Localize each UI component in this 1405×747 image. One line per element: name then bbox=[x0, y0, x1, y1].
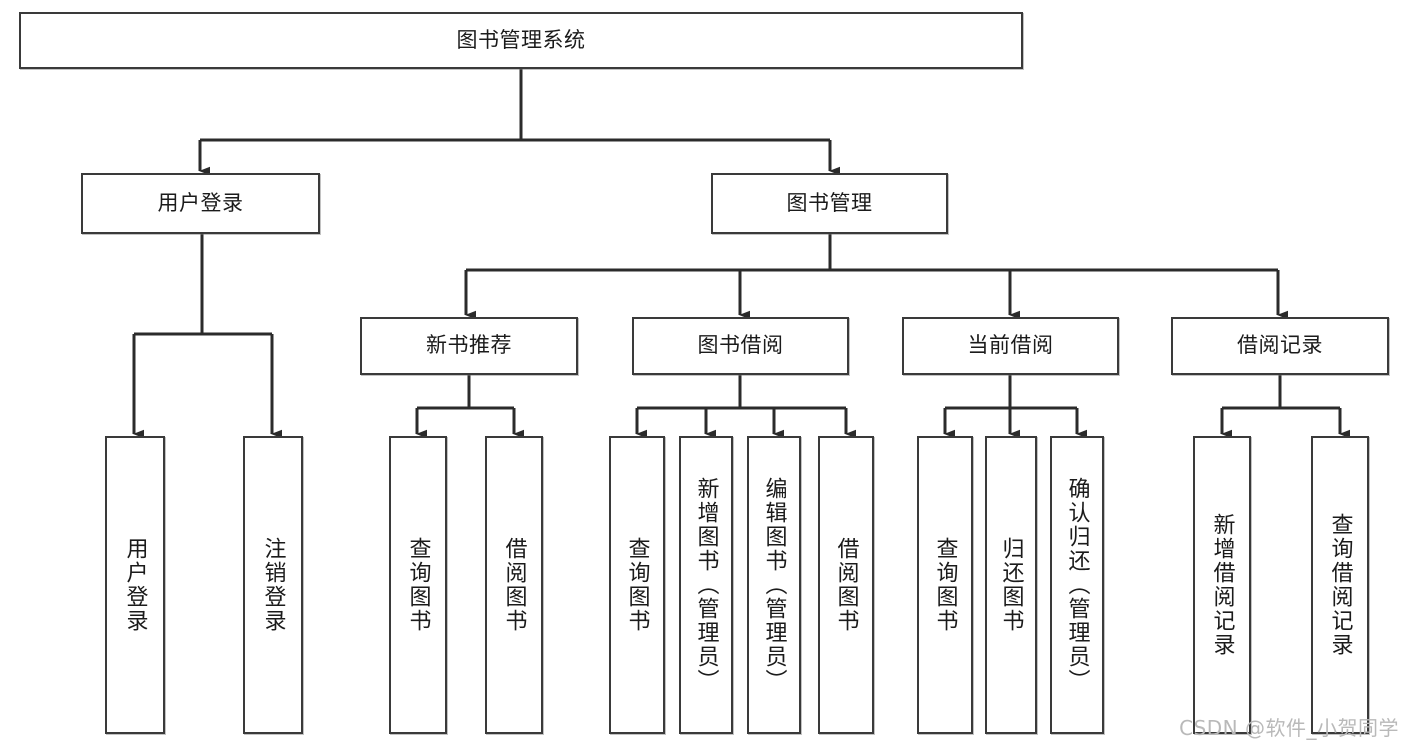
node-new-book-recommend[interactable]: 新书推荐 bbox=[360, 317, 578, 375]
node-leaf-rec-add-record[interactable]: 新增借阅记录 bbox=[1193, 436, 1251, 734]
node-user-login[interactable]: 用户登录 bbox=[81, 173, 320, 234]
node-label: 编辑图书（管理员） bbox=[761, 477, 787, 693]
node-label: 新增借阅记录 bbox=[1209, 513, 1235, 657]
node-leaf-user-login[interactable]: 用户登录 bbox=[105, 436, 165, 734]
node-label: 图书管理系统 bbox=[456, 27, 586, 52]
node-label: 查询图书 bbox=[405, 537, 431, 633]
node-leaf-user-logout[interactable]: 注销登录 bbox=[243, 436, 303, 734]
node-label: 新增图书（管理员） bbox=[693, 477, 719, 693]
node-leaf-rec-borrow-book[interactable]: 借阅图书 bbox=[485, 436, 543, 734]
node-label: 注销登录 bbox=[260, 537, 286, 633]
node-label: 借阅图书 bbox=[501, 537, 527, 633]
node-label: 归还图书 bbox=[998, 537, 1024, 633]
node-label: 查询借阅记录 bbox=[1327, 513, 1353, 657]
node-label: 确认归还（管理员） bbox=[1064, 477, 1090, 693]
node-label: 查询图书 bbox=[624, 537, 650, 633]
node-book-borrow[interactable]: 图书借阅 bbox=[632, 317, 849, 375]
node-leaf-borrow-add-book[interactable]: 新增图书（管理员） bbox=[679, 436, 733, 734]
node-current-borrow[interactable]: 当前借阅 bbox=[902, 317, 1119, 375]
node-label: 图书借阅 bbox=[697, 333, 784, 358]
node-book-manage[interactable]: 图书管理 bbox=[711, 173, 948, 234]
node-label: 查询图书 bbox=[932, 537, 958, 633]
node-label: 当前借阅 bbox=[967, 333, 1054, 358]
node-label: 借阅图书 bbox=[833, 537, 859, 633]
node-label: 图书管理 bbox=[786, 190, 873, 215]
node-borrow-record[interactable]: 借阅记录 bbox=[1171, 317, 1389, 375]
node-root-图书管理系统[interactable]: 图书管理系统 bbox=[19, 12, 1023, 69]
node-label: 用户登录 bbox=[122, 537, 148, 633]
node-leaf-cur-query-book[interactable]: 查询图书 bbox=[917, 436, 973, 734]
node-label: 用户登录 bbox=[157, 190, 244, 215]
node-leaf-rec-query-record[interactable]: 查询借阅记录 bbox=[1311, 436, 1369, 734]
node-leaf-cur-return-book[interactable]: 归还图书 bbox=[985, 436, 1037, 734]
node-leaf-rec-query-book[interactable]: 查询图书 bbox=[389, 436, 447, 734]
node-label: 新书推荐 bbox=[426, 333, 512, 358]
node-label: 借阅记录 bbox=[1237, 333, 1323, 358]
node-leaf-borrow-borrow-book[interactable]: 借阅图书 bbox=[818, 436, 874, 734]
node-leaf-cur-confirm-return[interactable]: 确认归还（管理员） bbox=[1050, 436, 1104, 734]
node-leaf-borrow-edit-book[interactable]: 编辑图书（管理员） bbox=[747, 436, 801, 734]
node-leaf-borrow-query-book[interactable]: 查询图书 bbox=[609, 436, 665, 734]
